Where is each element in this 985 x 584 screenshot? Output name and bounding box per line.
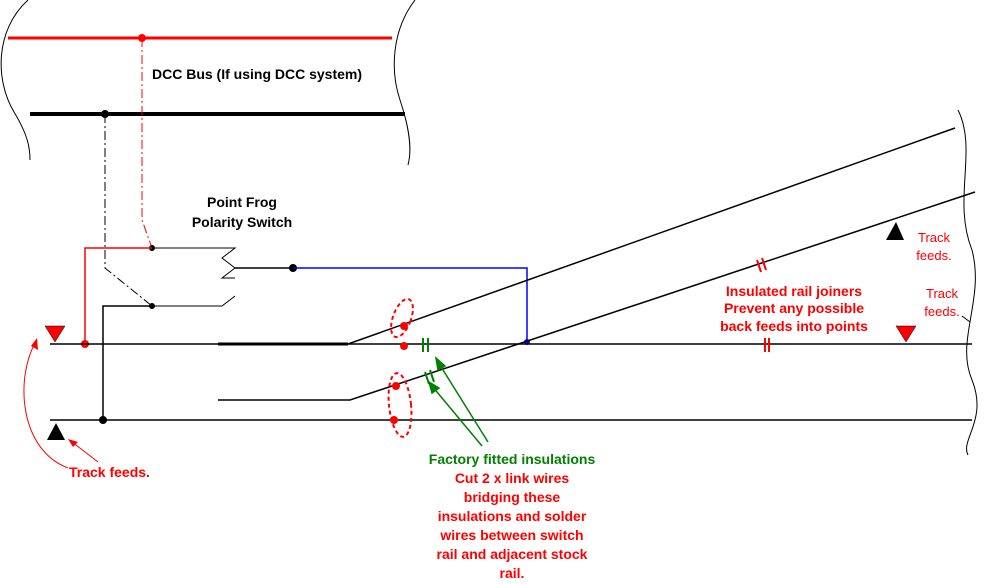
solder-point-3 — [392, 382, 400, 390]
feed-triangle-right-red — [895, 325, 917, 343]
red-feed-wire — [84, 247, 152, 344]
factory-note-line6: rail. — [500, 565, 525, 581]
solder-point-4 — [390, 416, 398, 424]
insulated-joiners-line1: Insulated rail joiners — [726, 283, 862, 299]
frog-switch-label-line1: Point Frog — [207, 194, 277, 210]
insulated-joiner-diverging — [756, 257, 767, 273]
feed-triangle-top-black — [886, 222, 904, 240]
switch-rail-bottom — [218, 191, 976, 401]
break-lines — [0, 0, 978, 456]
track-feeds-left-pointer-black — [71, 441, 99, 463]
track-feeds-left-arrow — [23, 342, 69, 469]
solder-point-1 — [400, 322, 408, 330]
solder-ellipse-bottom — [387, 372, 413, 438]
track-feeds-left-pointer-head — [68, 439, 78, 447]
switch-contact-bottom — [152, 295, 236, 307]
factory-note-arrows — [427, 356, 489, 447]
feed-triangle-left-black — [47, 423, 65, 440]
track-feeds-right-leader — [961, 315, 971, 323]
insulated-joiners-line3: back feeds into points — [720, 318, 868, 334]
switch-contact-top — [152, 247, 237, 279]
red-drop-wire — [141, 38, 153, 249]
black-feed-wire — [102, 305, 152, 420]
insulated-joiners-line2: Prevent any possible — [724, 300, 864, 316]
track-feeds-top-label-line1: Track — [918, 230, 951, 245]
factory-note-line1: Cut 2 x link wires — [455, 470, 570, 486]
break-line-right-top — [393, 0, 416, 166]
track-feeds-right-label-line2: feeds. — [924, 304, 959, 319]
break-line-left — [0, 0, 31, 161]
factory-note-line3: insulations and solder — [438, 508, 587, 524]
factory-note-title: Factory fitted insulations — [429, 451, 596, 467]
frog-switch-label-line2: Polarity Switch — [192, 214, 292, 230]
track-feeds-left-arrowhead — [31, 338, 38, 350]
factory-note-line5: rail and adjacent stock — [437, 546, 588, 562]
frog-wire-blue — [293, 267, 528, 342]
factory-note-line2: bridging these — [464, 489, 561, 505]
black-drop-wire — [104, 114, 153, 307]
track-feeds-right-label-line1: Track — [926, 286, 959, 301]
insulated-joiner-straight — [764, 338, 770, 352]
dcc-bus-label: DCC Bus (If using DCC system) — [152, 66, 362, 82]
feed-triangle-left-red — [44, 325, 66, 343]
track-feeds-top-label-line2: feeds. — [916, 248, 951, 263]
track-feeds-left-label: Track feeds. — [69, 464, 150, 480]
factory-note-line4: wires between switch — [439, 527, 583, 543]
break-line-right-lower — [957, 109, 978, 456]
solder-point-2 — [400, 342, 408, 350]
switch-rail-top-diverging — [347, 127, 956, 345]
solder-ellipse-top — [390, 297, 414, 339]
factory-insulation-top — [422, 338, 429, 352]
